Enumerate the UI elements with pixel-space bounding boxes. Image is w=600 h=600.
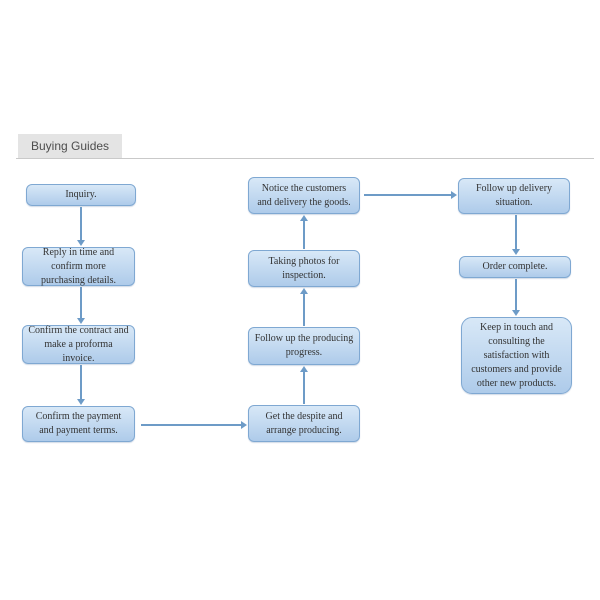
arrow-delivery-to-complete bbox=[511, 215, 520, 255]
arrow-photos-to-notice bbox=[299, 215, 308, 249]
tab-divider bbox=[16, 158, 594, 159]
flow-node-contract[interactable]: Confirm the contract and make a proforma… bbox=[22, 325, 135, 364]
flow-node-complete[interactable]: Order complete. bbox=[459, 256, 571, 278]
arrow-inquiry-to-reply bbox=[76, 207, 85, 246]
flow-node-payment[interactable]: Confirm the payment and payment terms. bbox=[22, 406, 135, 442]
flow-node-reply[interactable]: Reply in time and confirm more purchasin… bbox=[22, 247, 135, 286]
arrow-despite-to-progress bbox=[299, 366, 308, 404]
arrow-progress-to-photos bbox=[299, 288, 308, 326]
flow-node-progress[interactable]: Follow up the producing progress. bbox=[248, 327, 360, 365]
arrow-notice-to-delivery bbox=[364, 190, 457, 199]
flow-node-inquiry[interactable]: Inquiry. bbox=[26, 184, 136, 206]
arrow-contract-to-payment bbox=[76, 365, 85, 405]
flow-node-despite[interactable]: Get the despite and arrange producing. bbox=[248, 405, 360, 442]
flow-node-delivery[interactable]: Follow up delivery situation. bbox=[458, 178, 570, 214]
tab-buying-guides[interactable]: Buying Guides bbox=[18, 134, 123, 158]
arrow-reply-to-contract bbox=[76, 287, 85, 324]
flow-node-notice[interactable]: Notice the customers and delivery the go… bbox=[248, 177, 360, 214]
flow-node-keep-in-touch[interactable]: Keep in touch and consulting the satisfa… bbox=[461, 317, 572, 394]
arrow-complete-to-keep-in-touch bbox=[511, 279, 520, 316]
flow-node-photos[interactable]: Taking photos for inspection. bbox=[248, 250, 360, 287]
arrow-payment-to-despite bbox=[141, 420, 247, 429]
